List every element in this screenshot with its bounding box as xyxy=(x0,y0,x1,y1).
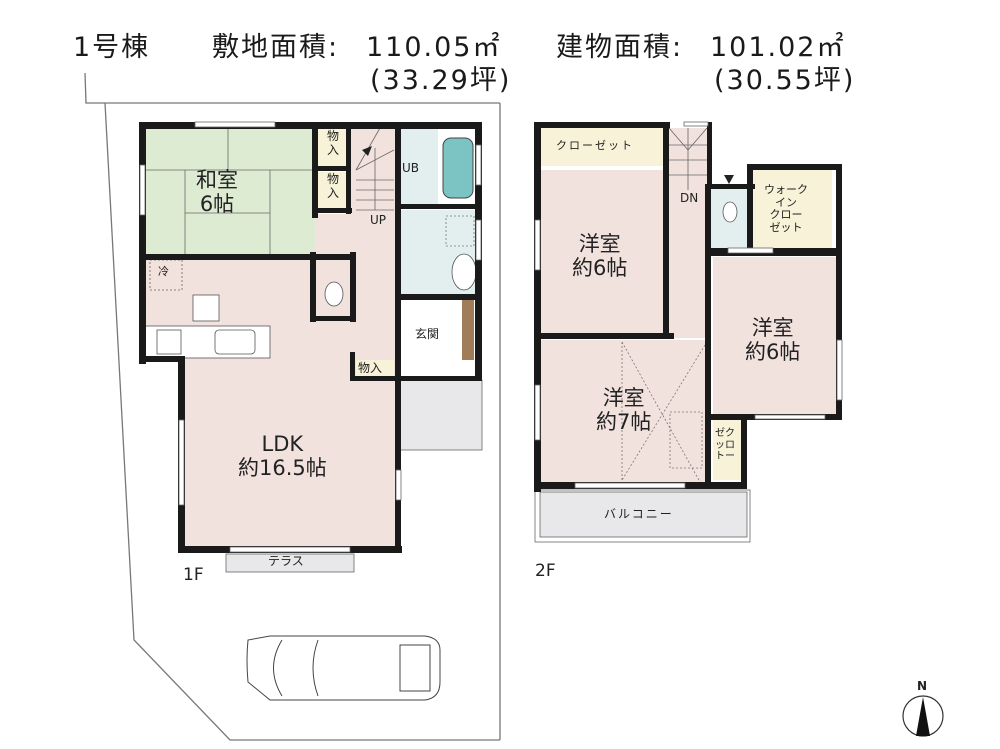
small-closet-label: ゼク ッロ トー xyxy=(715,428,735,462)
balcony-label: バルコニー xyxy=(604,507,674,521)
western-room1-label: 洋室 約6帖 xyxy=(572,232,628,281)
stairs-1f xyxy=(355,127,395,211)
terrace-label: テラス xyxy=(268,554,304,568)
floor1-fills xyxy=(144,128,483,573)
western-room3-label: 洋室 約7帖 xyxy=(596,386,652,435)
car-icon xyxy=(246,635,441,701)
fridge-label: 冷 xyxy=(158,265,169,278)
storage1-label: 物入 xyxy=(326,129,339,157)
washitsu-label: 和室 6帖 xyxy=(196,168,238,217)
site-area-tsubo: (33.29坪) xyxy=(370,65,512,96)
floor1-windows xyxy=(139,121,482,553)
floor-area-tsubo: (30.55坪) xyxy=(714,65,856,96)
compass-north-label: N xyxy=(917,679,928,693)
site-area-value: 110.05㎡ xyxy=(366,32,502,63)
floor2-windows xyxy=(534,121,843,489)
stairs-up-label: UP xyxy=(370,213,387,227)
storage2-label: 物入 xyxy=(326,172,339,200)
site-area-label: 敷地面積: xyxy=(212,32,340,63)
stairs-2f xyxy=(668,127,708,190)
walk-in-closet-label: ウォーク イン クロー ゼット xyxy=(764,183,808,234)
western-room2-label: 洋室 約6帖 xyxy=(745,316,801,365)
building-number: 1号棟 xyxy=(73,32,151,63)
site-boundary xyxy=(84,72,501,741)
storage3-label: 物入 xyxy=(358,361,383,375)
stairs-down-label: DN xyxy=(680,191,699,205)
floor-area-value: 101.02㎡ xyxy=(710,32,846,63)
floor2-label: 2F xyxy=(535,561,556,581)
closet-label: クローゼット xyxy=(556,139,634,152)
floor1-label: 1F xyxy=(183,565,204,585)
ldk-label: LDK 約16.5帖 xyxy=(238,432,327,481)
unit-bath-label: UB xyxy=(402,161,420,175)
floor-area-label: 建物面積: xyxy=(556,32,684,63)
compass-icon xyxy=(902,695,944,737)
entrance-label: 玄関 xyxy=(415,327,440,341)
